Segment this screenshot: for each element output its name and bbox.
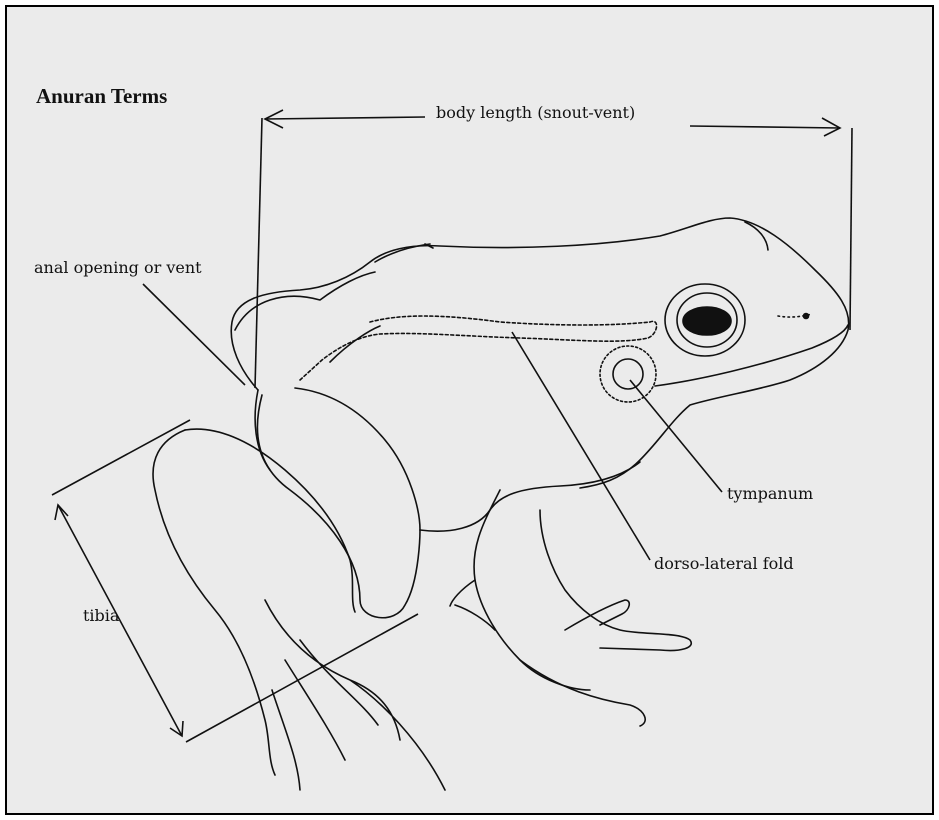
hind-shank <box>153 430 275 775</box>
tibia-bar-bottom <box>186 614 418 742</box>
diagram-title: Anuran Terms <box>36 84 167 109</box>
label-tibia: tibia <box>83 606 119 625</box>
dorso-lateral-leader <box>512 332 650 560</box>
front-leg <box>474 490 691 690</box>
label-anal-opening: anal opening or vent <box>34 258 202 277</box>
hind-thigh <box>257 395 420 618</box>
body-length-right-bar <box>850 128 852 330</box>
frog-flank <box>255 388 420 530</box>
frog-body-outline <box>231 218 848 488</box>
tibia-bar-top <box>52 420 190 495</box>
body-length-arrow-left <box>265 117 425 119</box>
eye-brow <box>745 222 768 250</box>
tympanum-shape <box>600 346 656 402</box>
tibia-arrow <box>58 505 182 736</box>
frog-belly <box>420 462 640 531</box>
hind-foot <box>265 600 445 790</box>
tympanum-leader <box>630 380 722 492</box>
front-toes <box>450 580 645 726</box>
body-length-left-bar <box>255 118 262 388</box>
jaw-line <box>655 325 848 386</box>
anal-opening-leader <box>143 284 245 385</box>
label-tympanum: tympanum <box>727 484 813 503</box>
label-dorso-lateral-fold: dorso-lateral fold <box>654 554 794 573</box>
dorso-lateral-fold-shape <box>300 316 657 380</box>
body-length-arrow-right <box>690 126 840 128</box>
label-body-length: body length (snout-vent) <box>432 103 639 122</box>
eye-pupil <box>683 307 731 335</box>
